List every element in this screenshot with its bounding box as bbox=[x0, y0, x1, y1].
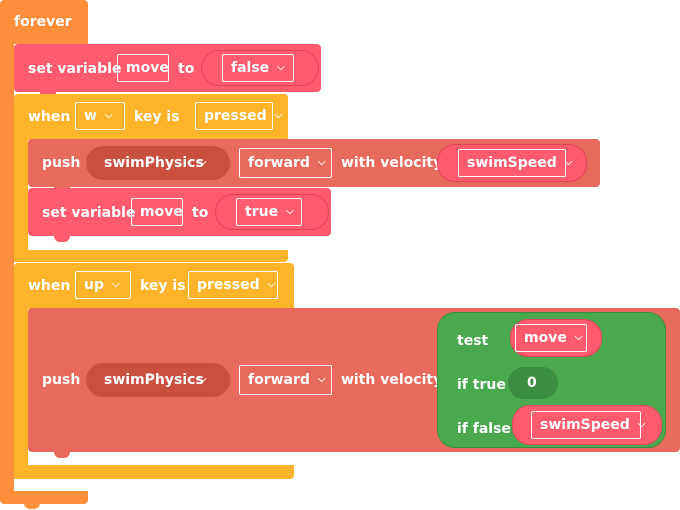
set-variable-block-2[interactable]: set variable move to true ⌵ bbox=[28, 188, 331, 236]
key-state-value: pressed bbox=[204, 108, 267, 124]
physics-object-value: swimPhysics bbox=[104, 155, 204, 171]
if-true-label: if true bbox=[457, 377, 506, 393]
push-block-2[interactable]: push swimPhysics ⌵ forward ⌵ with velocit… bbox=[28, 308, 680, 452]
test-pill: move ⌵ bbox=[510, 319, 602, 357]
when-key-bottom-w bbox=[14, 250, 288, 262]
boolean-dropdown[interactable]: true ⌵ bbox=[236, 198, 302, 226]
chevron-down-icon: ⌵ bbox=[574, 332, 583, 343]
push-label: push bbox=[42, 372, 81, 388]
key-state-value: pressed bbox=[197, 277, 260, 293]
velocity-value: swimSpeed bbox=[467, 155, 557, 171]
chevron-down-icon: ⌵ bbox=[274, 110, 283, 121]
if-true-number-field[interactable]: 0 bbox=[508, 367, 558, 399]
boolean-value: true bbox=[245, 204, 279, 220]
physics-object-dropdown[interactable]: swimPhysics ⌵ bbox=[86, 146, 230, 180]
when-key-block-w[interactable]: when w⌵ key is pressed⌵ bbox=[14, 94, 288, 140]
key-state-dropdown[interactable]: pressed ⌵ bbox=[195, 102, 282, 130]
key-is-label: key is bbox=[140, 278, 186, 294]
velocity-pill: swimSpeed ⌵ bbox=[437, 144, 587, 182]
if-false-label: if false bbox=[457, 421, 511, 437]
chevron-down-icon: ⌵ bbox=[199, 157, 207, 168]
variable-value: move bbox=[140, 204, 183, 220]
chevron-down-icon: ⌵ bbox=[317, 374, 326, 385]
push-block-1[interactable]: push swimPhysics ⌵ forward ⌵ with velocit… bbox=[28, 139, 600, 187]
if-false-pill: swimSpeed ⌵ bbox=[512, 405, 662, 445]
direction-dropdown[interactable]: forward ⌵ bbox=[239, 148, 332, 178]
key-is-label: key is bbox=[134, 109, 180, 125]
variable-value: move bbox=[126, 60, 169, 76]
push-notch-2 bbox=[54, 452, 70, 458]
with-velocity-label: with velocity bbox=[341, 372, 443, 388]
chevron-down-icon: ⌵ bbox=[199, 374, 207, 385]
chevron-down-icon: ⌵ bbox=[104, 110, 113, 121]
value-pill: true ⌵ bbox=[215, 194, 329, 230]
when-key-arm-up bbox=[14, 307, 28, 479]
chevron-down-icon: ⌵ bbox=[286, 206, 294, 217]
variable-dropdown[interactable]: move bbox=[131, 198, 183, 226]
chevron-down-icon: ⌵ bbox=[267, 279, 276, 290]
key-value: w bbox=[84, 108, 97, 124]
physics-object-dropdown[interactable]: swimPhysics ⌵ bbox=[86, 363, 230, 397]
chevron-down-icon: ⌵ bbox=[277, 62, 285, 73]
when-key-arm-w bbox=[14, 138, 28, 262]
velocity-variable-dropdown[interactable]: swimSpeed ⌵ bbox=[458, 149, 572, 177]
forever-bottom-notch bbox=[24, 503, 40, 509]
if-true-value: 0 bbox=[527, 375, 537, 391]
set-variable-notch-2 bbox=[54, 236, 70, 242]
chevron-down-icon: ⌵ bbox=[317, 157, 326, 168]
test-label: test bbox=[457, 333, 489, 349]
key-state-dropdown[interactable]: pressed ⌵ bbox=[188, 271, 278, 299]
when-key-bottom-up bbox=[14, 465, 294, 479]
when-label: when bbox=[28, 109, 71, 125]
set-variable-block-1[interactable]: set variable move to false ⌵ bbox=[14, 44, 321, 92]
direction-dropdown[interactable]: forward ⌵ bbox=[239, 365, 332, 395]
forever-label: forever bbox=[14, 14, 72, 30]
variable-dropdown[interactable]: move bbox=[117, 54, 169, 82]
direction-value: forward bbox=[248, 372, 310, 388]
test-variable-value: move bbox=[524, 330, 567, 346]
chevron-down-icon: ⌵ bbox=[112, 279, 120, 290]
forever-arm bbox=[0, 40, 14, 496]
ternary-block[interactable]: test move ⌵ if true 0 if false swimSpeed ⌵ bbox=[437, 312, 666, 448]
key-dropdown[interactable]: w⌵ bbox=[75, 102, 125, 130]
value-pill: false ⌵ bbox=[201, 50, 319, 86]
set-variable-label: set variable bbox=[28, 61, 122, 77]
if-false-variable-dropdown[interactable]: swimSpeed ⌵ bbox=[531, 411, 645, 439]
boolean-dropdown[interactable]: false ⌵ bbox=[222, 54, 294, 82]
push-label: push bbox=[42, 155, 81, 171]
to-label: to bbox=[178, 61, 195, 77]
if-false-variable-value: swimSpeed bbox=[540, 417, 630, 433]
chevron-down-icon: ⌵ bbox=[564, 157, 573, 168]
forever-block[interactable]: forever bbox=[0, 0, 88, 44]
key-dropdown[interactable]: up ⌵ bbox=[75, 271, 131, 299]
to-label: to bbox=[192, 205, 209, 221]
boolean-value: false bbox=[231, 60, 270, 76]
when-label: when bbox=[28, 278, 71, 294]
key-value: up bbox=[84, 277, 104, 293]
test-variable-dropdown[interactable]: move ⌵ bbox=[515, 324, 587, 352]
physics-object-value: swimPhysics bbox=[104, 372, 204, 388]
when-key-block-up[interactable]: when up ⌵ key is pressed ⌵ bbox=[14, 263, 294, 309]
forever-bottom bbox=[0, 491, 88, 504]
direction-value: forward bbox=[248, 155, 310, 171]
set-variable-label: set variable bbox=[42, 205, 136, 221]
with-velocity-label: with velocity bbox=[341, 155, 443, 171]
chevron-down-icon: ⌵ bbox=[637, 419, 646, 430]
